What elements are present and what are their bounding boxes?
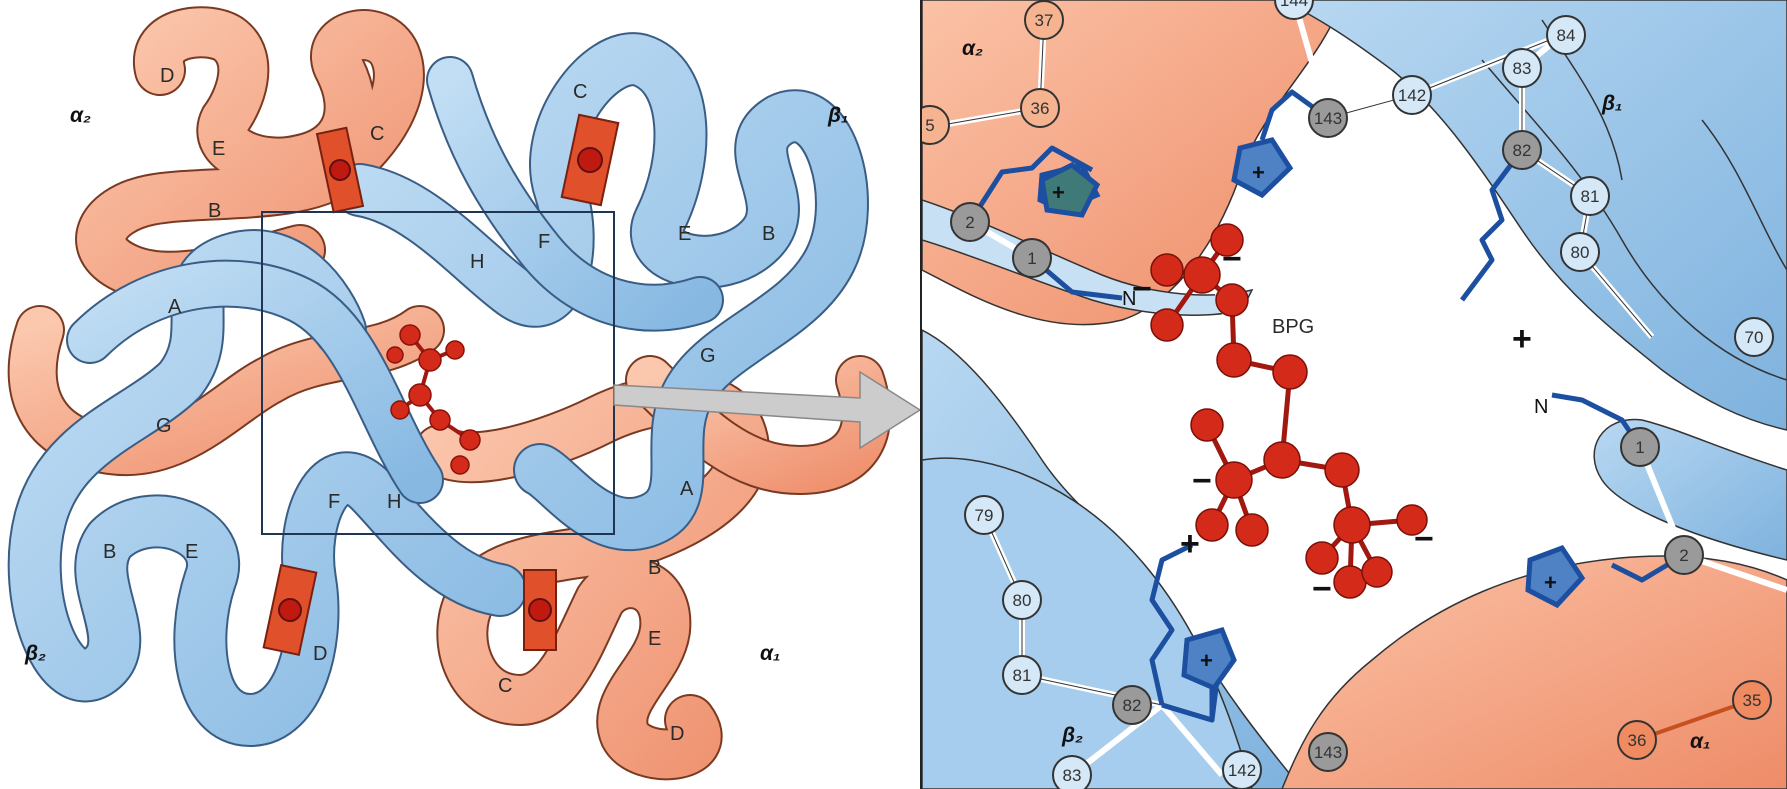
helix-label: H xyxy=(387,491,401,513)
plus-sign-ring: + xyxy=(1252,160,1265,185)
chain-label-beta1: β₁ xyxy=(827,104,848,127)
helix-label: B xyxy=(103,541,116,563)
helix-label: D xyxy=(313,643,327,665)
minus-sign: − xyxy=(1414,520,1434,558)
helix-label: B xyxy=(208,200,221,222)
residue-number: 81 xyxy=(1013,666,1032,685)
helix-label: A xyxy=(168,296,182,318)
residue-number: 35 xyxy=(1743,691,1762,710)
bpg-binding-site-diagram: BPG + + − − − − − + + + + N N xyxy=(922,0,1787,789)
chain-label-alpha1: α₁ xyxy=(1690,730,1710,753)
residue-number: 36 xyxy=(1628,731,1647,750)
plus-sign: + xyxy=(1512,320,1532,358)
helix-label: B xyxy=(648,557,661,579)
minus-sign: − xyxy=(1312,570,1332,608)
plus-sign-ring: + xyxy=(1544,570,1557,595)
hemoglobin-overview-diagram: D C E B C H F E B G A A G F H B E D B E … xyxy=(0,0,920,789)
helix-label: G xyxy=(156,415,172,437)
residue-number: 2 xyxy=(965,213,974,232)
heme-alpha1 xyxy=(524,570,556,650)
helix-label: F xyxy=(538,231,550,253)
chain-label-beta2: β₂ xyxy=(1061,724,1083,747)
chain-label-beta1: β₁ xyxy=(1601,92,1622,115)
hemoglobin-overview-panel: D C E B C H F E B G A A G F H B E D B E … xyxy=(0,0,920,789)
residue-number: 5 xyxy=(925,116,934,135)
helix-label: G xyxy=(700,345,716,367)
minus-sign: − xyxy=(1192,462,1212,500)
helix-label: H xyxy=(470,251,484,273)
residue-number: 143 xyxy=(1314,743,1342,762)
helix-label: B xyxy=(762,223,775,245)
minus-sign: − xyxy=(1222,240,1242,278)
helix-label: E xyxy=(185,541,198,563)
plus-sign-ring: + xyxy=(1200,648,1213,673)
residue-number: 142 xyxy=(1228,761,1256,780)
plus-sign-ring: + xyxy=(1052,180,1065,205)
helix-label: E xyxy=(648,628,661,650)
residue-number: 83 xyxy=(1513,59,1532,78)
helix-label: E xyxy=(678,223,691,245)
n-terminus-label: N xyxy=(1534,396,1548,418)
residue-number: 1 xyxy=(1027,249,1036,268)
residue-number: 80 xyxy=(1571,243,1590,262)
chain-label-beta2: β₂ xyxy=(24,642,46,665)
plus-sign: + xyxy=(1180,525,1200,563)
residue-number: 37 xyxy=(1035,11,1054,30)
helix-label: A xyxy=(680,478,694,500)
bpg-label: BPG xyxy=(1272,316,1314,338)
helix-label: D xyxy=(160,65,174,87)
helix-label: F xyxy=(328,491,340,513)
helix-label: C xyxy=(498,675,512,697)
residue-number: 81 xyxy=(1581,187,1600,206)
residue-number: 36 xyxy=(1031,99,1050,118)
bpg-binding-site-panel: BPG + + − − − − − + + + + N N xyxy=(922,0,1787,789)
residue-number: 79 xyxy=(975,506,994,525)
n-terminus-label: N xyxy=(1122,288,1136,310)
residue-number: 2 xyxy=(1679,546,1688,565)
residue-number: 83 xyxy=(1063,766,1082,785)
residue-number: 82 xyxy=(1513,141,1532,160)
residue-number: 70 xyxy=(1745,328,1764,347)
residue-number: 144 xyxy=(1280,0,1308,10)
chain-label-alpha2: α₂ xyxy=(962,37,983,60)
residue-number: 1 xyxy=(1635,438,1644,457)
chain-label-alpha1: α₁ xyxy=(760,642,780,665)
residue-number: 84 xyxy=(1557,26,1576,45)
helix-label: C xyxy=(370,123,384,145)
chain-label-alpha2: α₂ xyxy=(70,104,91,127)
residue-number: 142 xyxy=(1398,86,1426,105)
residue-number: 80 xyxy=(1013,591,1032,610)
helix-label: D xyxy=(670,723,684,745)
helix-label: E xyxy=(212,138,225,160)
residue-number: 143 xyxy=(1314,109,1342,128)
residue-number: 82 xyxy=(1123,696,1142,715)
helix-label: C xyxy=(573,81,587,103)
